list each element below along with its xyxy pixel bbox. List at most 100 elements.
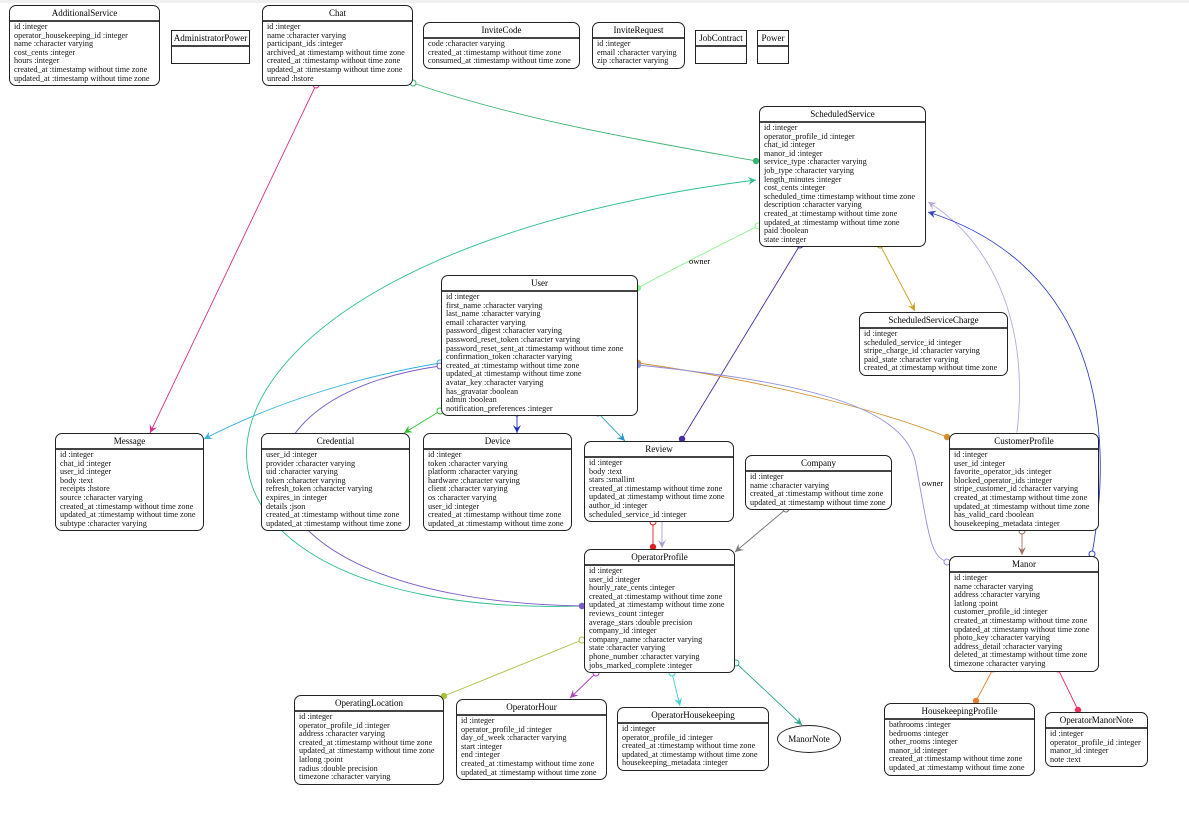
entity-field: updated_at :timestamp without time zone xyxy=(446,369,582,379)
entity-field: receipts :hstore xyxy=(60,484,110,494)
edge-label-owner: owner xyxy=(922,478,944,488)
entity-field: id :integer xyxy=(299,712,333,721)
entity-field: body :text xyxy=(589,466,622,476)
edge-scheduledservice-review xyxy=(678,241,804,443)
entity-field: operator_profile_id :integer xyxy=(299,720,390,730)
entity-field: chat_id :integer xyxy=(764,140,816,150)
entity-field: created_at :timestamp without time zone xyxy=(461,758,595,768)
entity-field: user_id :integer xyxy=(589,574,641,584)
entity-field: created_at :timestamp without time zone xyxy=(267,56,401,66)
entity-title: OperatorProfile xyxy=(585,550,734,566)
entity-field: updated_at :timestamp without time zone xyxy=(889,762,1025,772)
entity-field: token :character varying xyxy=(266,475,346,485)
entity-title: User xyxy=(442,276,637,292)
entity-field: id :integer xyxy=(750,472,784,481)
edge-operatorprofile-operatinglocation xyxy=(440,636,586,700)
entity-field: password_digest :character varying xyxy=(446,326,562,336)
entity-field: id :integer xyxy=(954,450,988,459)
entity-field: user_id :integer xyxy=(60,467,112,477)
entity-field: source :character varying xyxy=(60,492,143,502)
edge-operatorprofile-operatorhousekeeping xyxy=(668,669,683,707)
entity-field: updated_at :timestamp without time zone xyxy=(299,746,435,756)
entity-field: platform :character varying xyxy=(428,467,518,477)
entity-field: blocked_operator_ids :integer xyxy=(954,475,1052,485)
entity-field: created_at :timestamp without time zone xyxy=(428,510,562,520)
entity-field: operator_profile_id :integer xyxy=(764,131,855,141)
edge-manor-housekeepingprofile xyxy=(972,665,997,705)
entity-field: password_reset_token :character varying xyxy=(446,334,581,344)
entity-field: id :integer xyxy=(589,566,623,575)
entity-field: created_at :timestamp without time zone xyxy=(446,360,580,370)
entity-title: JobContract xyxy=(696,31,746,47)
entity-power[interactable]: Power xyxy=(757,30,789,64)
edge-user-manor-owner xyxy=(634,361,951,566)
entity-field: created_at :timestamp without time zone xyxy=(622,741,756,751)
entity-field: updated_at :timestamp without time zone xyxy=(954,624,1090,634)
entity-field: code :character varying xyxy=(428,39,505,48)
entity-field: confirmation_token :character varying xyxy=(446,352,572,362)
entity-field: consumed_at :timestamp without time zone xyxy=(428,56,571,66)
entity-title: AdministratorPower xyxy=(172,31,249,47)
entity-field: user_id :integer xyxy=(428,501,480,511)
entity-field: operator_profile_id :integer xyxy=(461,724,552,734)
entity-field: company_name :character varying xyxy=(589,634,703,644)
entity-field: updated_at :timestamp without time zone xyxy=(267,64,403,74)
edge-user-credential xyxy=(403,407,444,434)
entity-manornote[interactable]: ManorNote xyxy=(777,725,841,753)
entity-administratorpower[interactable]: AdministratorPower xyxy=(171,30,250,64)
entity-field: manor_id :integer xyxy=(1050,746,1109,756)
entity-field: user_id :integer xyxy=(266,450,318,459)
entity-field: name :character varying xyxy=(14,39,94,49)
edge-company-operatorprofile xyxy=(734,505,790,553)
entity-field: created_at :timestamp without time zone xyxy=(589,591,723,601)
entity-field: created_at :timestamp without time zone xyxy=(954,492,1088,502)
entity-field: id :integer xyxy=(589,458,623,467)
entity-title: OperatorHour xyxy=(457,700,606,716)
edge-user-message xyxy=(203,359,444,440)
entity-title: ManorNote xyxy=(788,734,830,744)
entity-field: job_type :character varying xyxy=(764,165,855,175)
entity-field: created_at :timestamp without time zone xyxy=(60,501,194,511)
top-bar xyxy=(0,0,1189,3)
entity-field: author_id :integer xyxy=(589,500,648,510)
entity-field: created_at :timestamp without time zone xyxy=(750,489,884,499)
entity-field: created_at :timestamp without time zone xyxy=(764,208,898,218)
entity-field: expires_in :integer xyxy=(266,492,328,502)
entity-jobcontract[interactable]: JobContract xyxy=(695,30,747,64)
entity-field: scheduled_service_id :integer xyxy=(864,337,962,347)
entity-field: operator_profile_id :integer xyxy=(1050,737,1141,747)
entity-fields xyxy=(696,47,746,63)
entity-field: password_reset_sent_at :timestamp withou… xyxy=(446,343,624,353)
entity-field: paid_state :character varying xyxy=(864,354,959,364)
entity-title: Message xyxy=(56,434,203,450)
entity-field: service_type :character varying xyxy=(764,157,867,167)
edge-operatorprofile-manornote xyxy=(732,659,803,726)
entity-field: id :integer xyxy=(1050,729,1084,738)
